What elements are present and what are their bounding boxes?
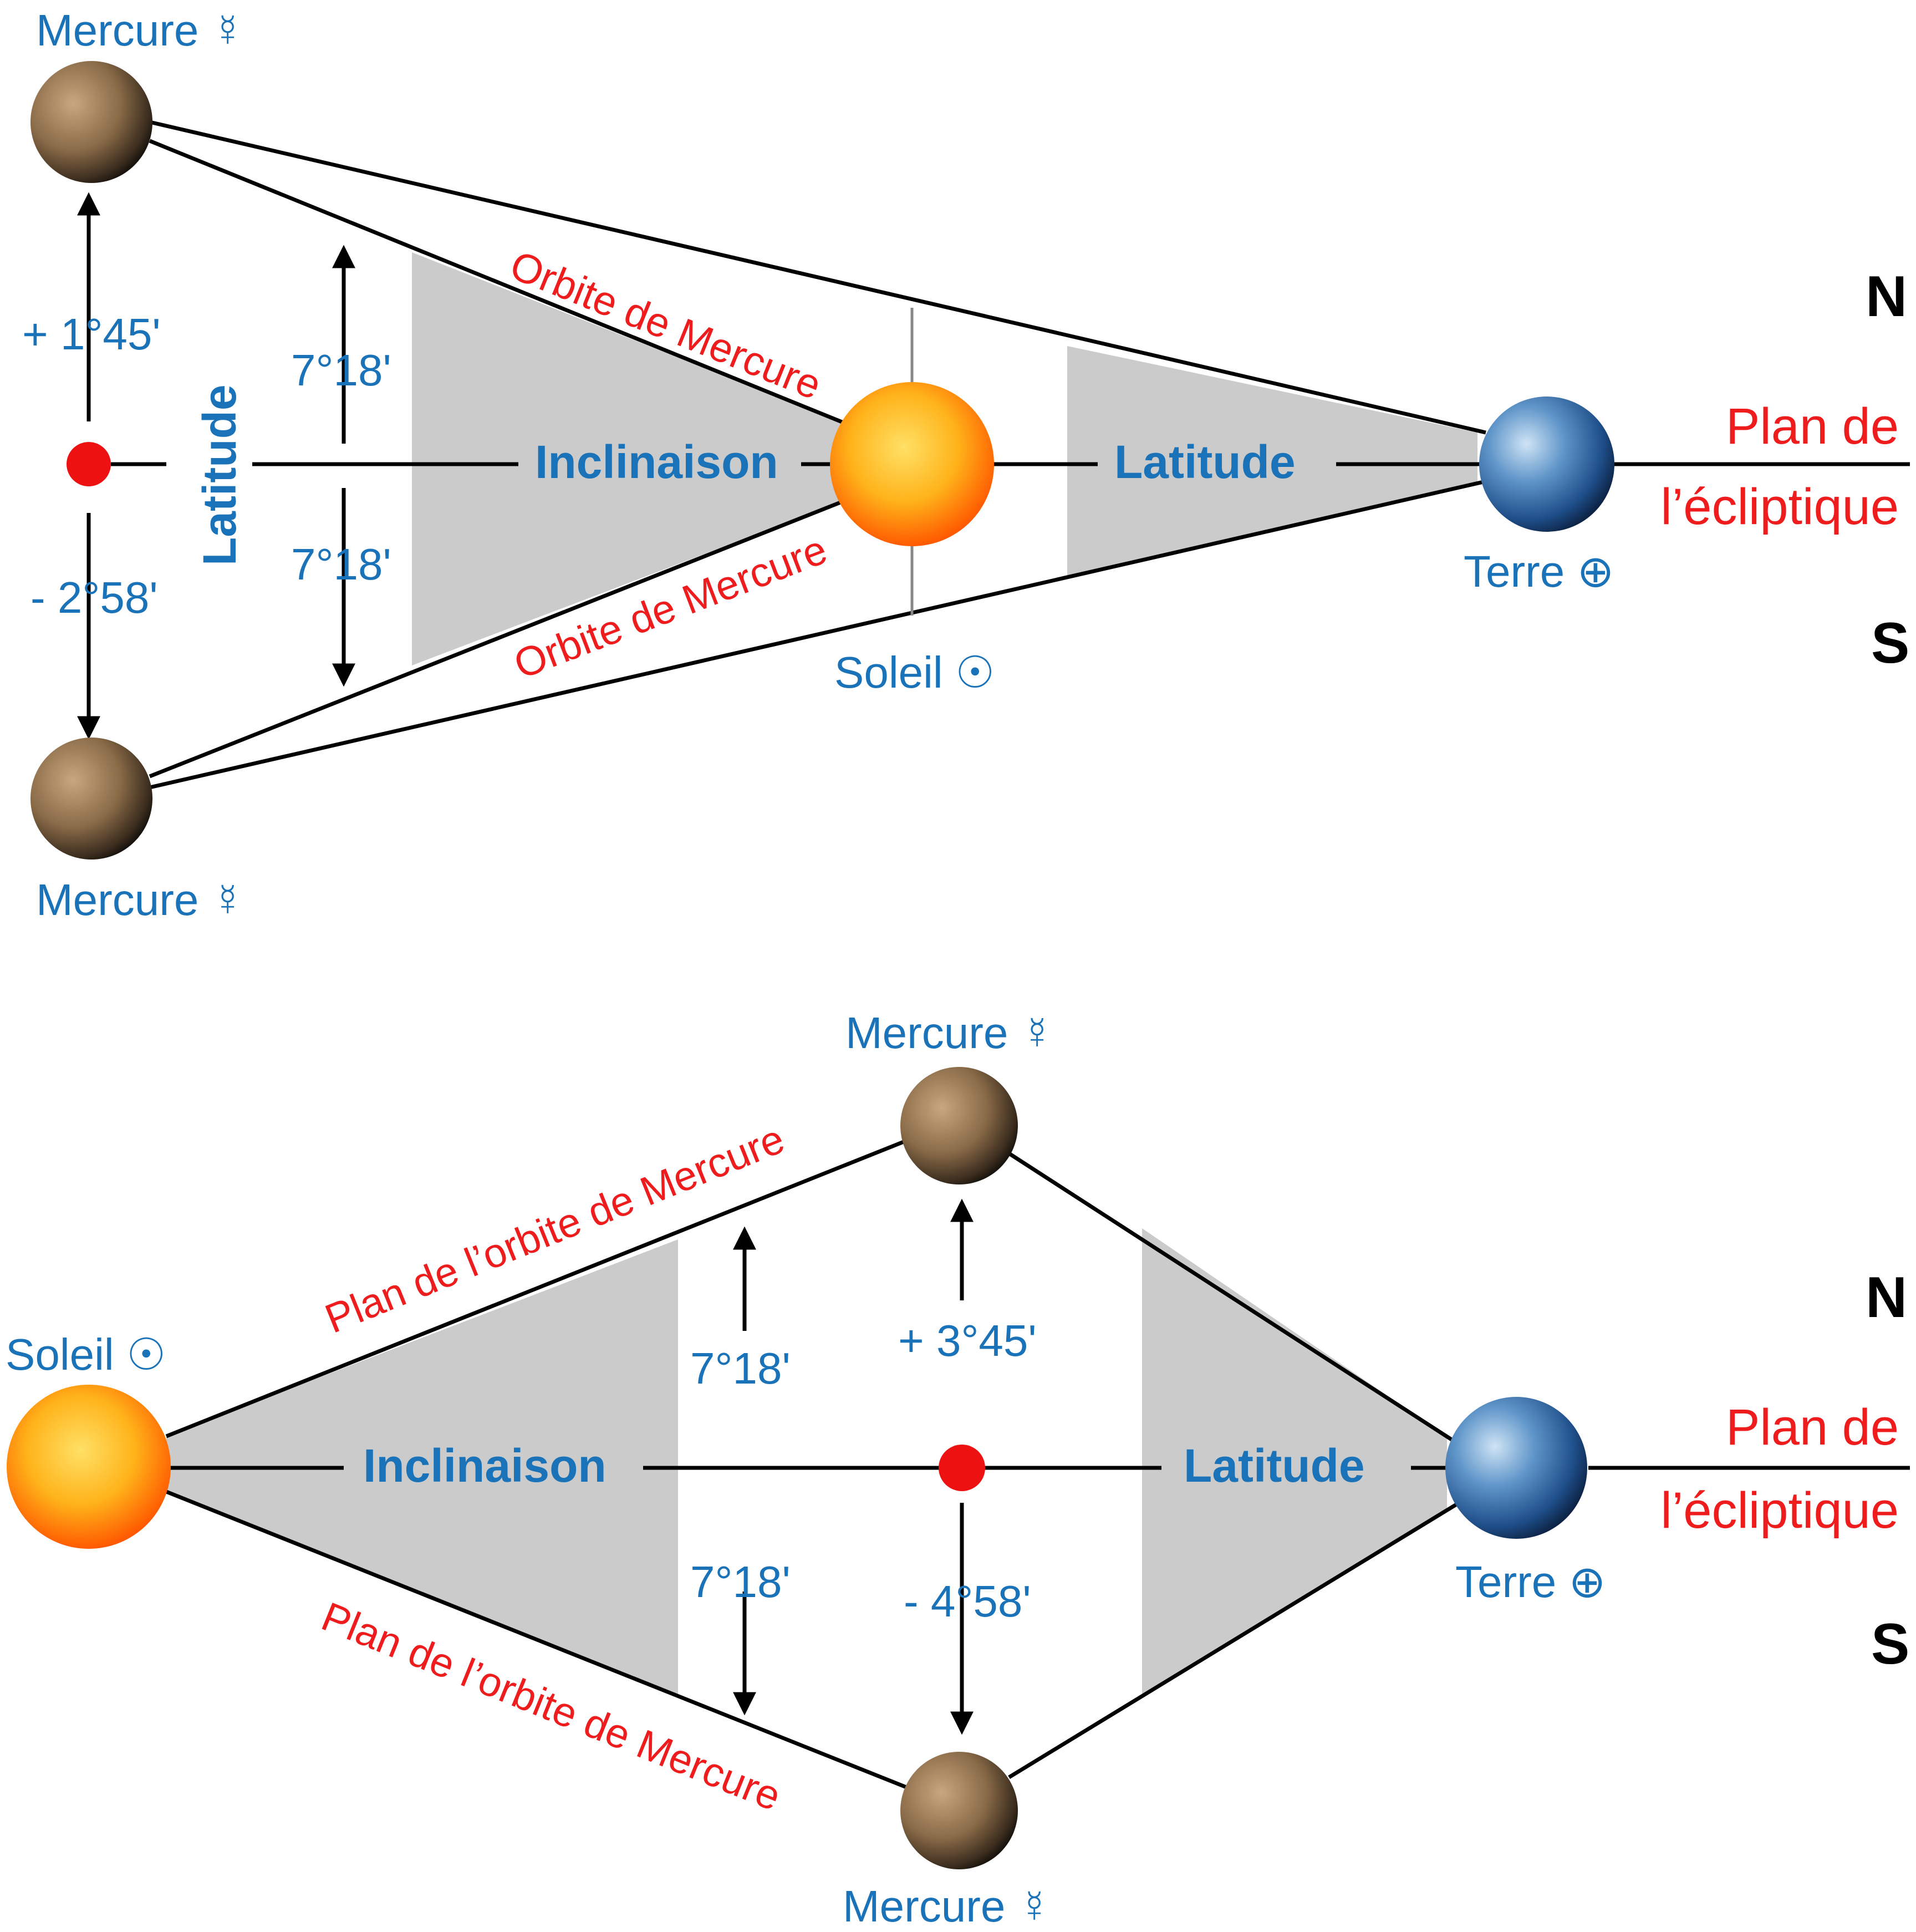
bottom-inclinaison-label: Inclinaison: [363, 1440, 607, 1492]
top-diagram: Mercure ☿ Mercure ☿ + 1°45' - 2°58' Lati…: [22, 6, 1910, 924]
bottom-south-label: S: [1871, 1612, 1909, 1676]
top-latitude-label: Latitude: [1114, 436, 1296, 488]
top-orbit-upper: [149, 139, 850, 427]
top-orbit-lower: [149, 497, 850, 779]
bottom-orbit-upper: [165, 1137, 910, 1438]
top-incl-upper-label: 7°18': [291, 345, 391, 395]
bottom-earth-label: Terre ⊕: [1455, 1557, 1606, 1606]
bottom-lat-minus-label: - 4°58': [904, 1577, 1031, 1626]
top-incl-lower-label: 7°18': [291, 540, 391, 589]
bottom-sun: [7, 1385, 171, 1549]
top-south-label: S: [1871, 611, 1909, 675]
bottom-mercury-upper-label: Mercure ☿: [845, 1008, 1054, 1057]
top-lat-plus-label: + 1°45': [22, 309, 161, 359]
bottom-north-label: N: [1866, 1265, 1907, 1330]
bottom-latitude-shade: [1142, 1228, 1447, 1694]
bottom-earth: [1445, 1397, 1587, 1539]
bottom-plan-line1: Plan de: [1726, 1399, 1899, 1456]
top-mercury-lower: [30, 738, 152, 860]
bottom-incl-upper-label: 7°18': [690, 1344, 791, 1393]
bottom-sightline-upper: [1008, 1152, 1465, 1449]
top-inclinaison-label: Inclinaison: [535, 436, 778, 488]
bottom-orbit-lower: [165, 1489, 910, 1791]
top-earth: [1479, 396, 1614, 532]
top-sightline-upper: [149, 120, 1486, 435]
top-latitude-vertical: Latitude: [193, 384, 246, 566]
bottom-incl-lower-label: 7°18': [690, 1557, 791, 1606]
bottom-sun-label: Soleil ☉: [6, 1330, 166, 1379]
top-lat-minus-label: - 2°58': [30, 573, 158, 622]
bottom-diagram: Mercure ☿ Mercure ☿ Soleil ☉ Terre ⊕ 7°1…: [6, 1008, 1910, 1931]
bottom-latitude-label: Latitude: [1184, 1440, 1365, 1492]
top-inclination-shade: [412, 252, 849, 665]
bottom-mercury-lower-label: Mercure ☿: [843, 1882, 1051, 1931]
bottom-inclination-shade: [166, 1239, 678, 1697]
top-latitude-shade: [1067, 346, 1477, 577]
top-plan-line1: Plan de: [1726, 398, 1899, 455]
top-mercury-upper-label: Mercure ☿: [36, 6, 244, 55]
top-node-point: [67, 442, 111, 486]
bottom-mercury-lower: [900, 1752, 1018, 1869]
bottom-mercury-upper: [900, 1067, 1018, 1184]
top-plan-line2: l’écliptique: [1660, 479, 1899, 535]
top-mercury-upper: [30, 61, 152, 183]
top-north-label: N: [1866, 265, 1907, 329]
bottom-node-point: [939, 1445, 985, 1491]
bottom-lat-plus-label: + 3°45': [898, 1316, 1037, 1365]
top-earth-label: Terre ⊕: [1464, 547, 1614, 596]
bottom-sightline-lower: [1008, 1498, 1465, 1779]
top-sun-label: Soleil ☉: [834, 648, 995, 697]
top-sightline-lower: [149, 479, 1486, 790]
top-sun: [830, 382, 994, 546]
bottom-plan-line2: l’écliptique: [1660, 1482, 1899, 1539]
top-mercury-lower-label: Mercure ☿: [36, 875, 244, 924]
